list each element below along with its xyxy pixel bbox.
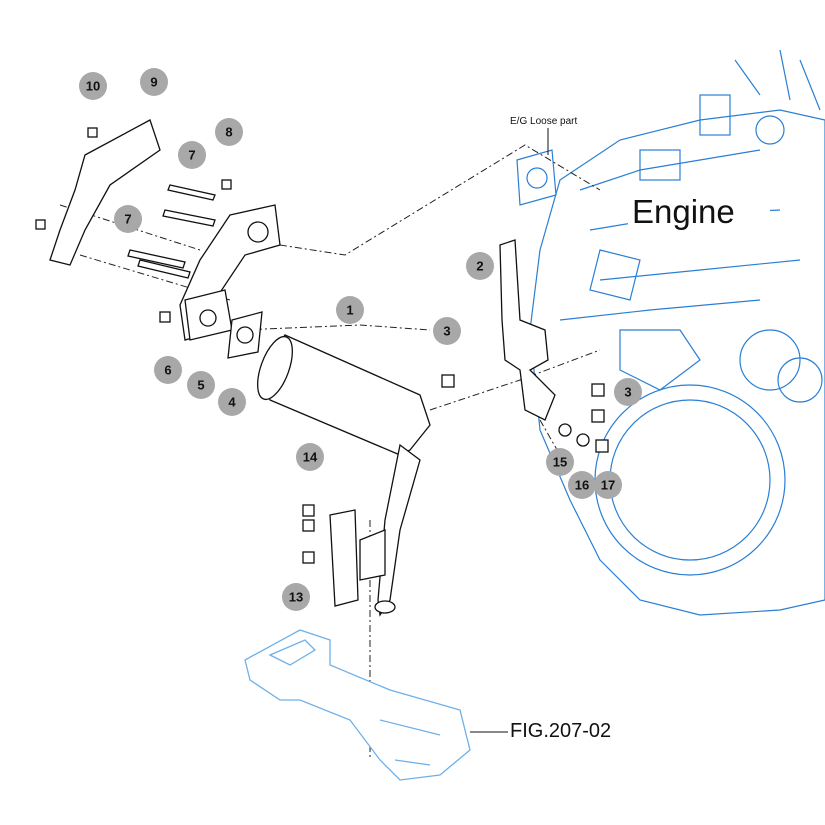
bolts	[35, 127, 609, 564]
svg-text:7: 7	[188, 148, 195, 163]
callout-15[interactable]: 15	[546, 448, 574, 476]
loose-part-label: E/G Loose part	[510, 116, 578, 127]
engine-label: Engine	[632, 193, 735, 230]
callout-3b[interactable]: 3	[614, 378, 642, 406]
svg-text:5: 5	[197, 378, 204, 393]
callout-9[interactable]: 9	[140, 68, 168, 96]
svg-text:6: 6	[164, 363, 171, 378]
svg-text:7: 7	[124, 212, 131, 227]
engine-drawing	[529, 49, 825, 616]
callout-4[interactable]: 4	[218, 388, 246, 416]
callout-8[interactable]: 8	[215, 118, 243, 146]
callout-17[interactable]: 17	[594, 471, 622, 499]
svg-text:4: 4	[228, 395, 236, 410]
svg-text:8: 8	[225, 125, 232, 140]
callout-2[interactable]: 2	[466, 252, 494, 280]
svg-text:16: 16	[575, 478, 589, 493]
callout-13[interactable]: 13	[282, 583, 310, 611]
engine-label-bg	[628, 192, 770, 236]
svg-text:14: 14	[303, 450, 318, 465]
callout-14[interactable]: 14	[296, 443, 324, 471]
frame-drawing	[244, 629, 508, 781]
callout-7b[interactable]: 7	[114, 205, 142, 233]
callouts: 10 9 8 7 7 6 5 4 1 3 2 3 15 16 17 14 13	[79, 68, 642, 611]
callout-10[interactable]: 10	[79, 72, 107, 100]
callout-5[interactable]: 5	[187, 371, 215, 399]
svg-text:3: 3	[443, 324, 450, 339]
callout-3a[interactable]: 3	[433, 317, 461, 345]
callout-1[interactable]: 1	[336, 296, 364, 324]
svg-text:3: 3	[624, 385, 631, 400]
svg-text:1: 1	[346, 303, 353, 318]
svg-text:10: 10	[86, 79, 100, 94]
svg-text:2: 2	[476, 259, 483, 274]
callout-6[interactable]: 6	[154, 356, 182, 384]
svg-text:9: 9	[150, 75, 157, 90]
callout-7a[interactable]: 7	[178, 141, 206, 169]
callout-16[interactable]: 16	[568, 471, 596, 499]
fig-ref-label[interactable]: FIG.207-02	[510, 720, 612, 742]
svg-text:17: 17	[601, 478, 615, 493]
svg-text:13: 13	[289, 590, 303, 605]
svg-text:15: 15	[553, 455, 567, 470]
